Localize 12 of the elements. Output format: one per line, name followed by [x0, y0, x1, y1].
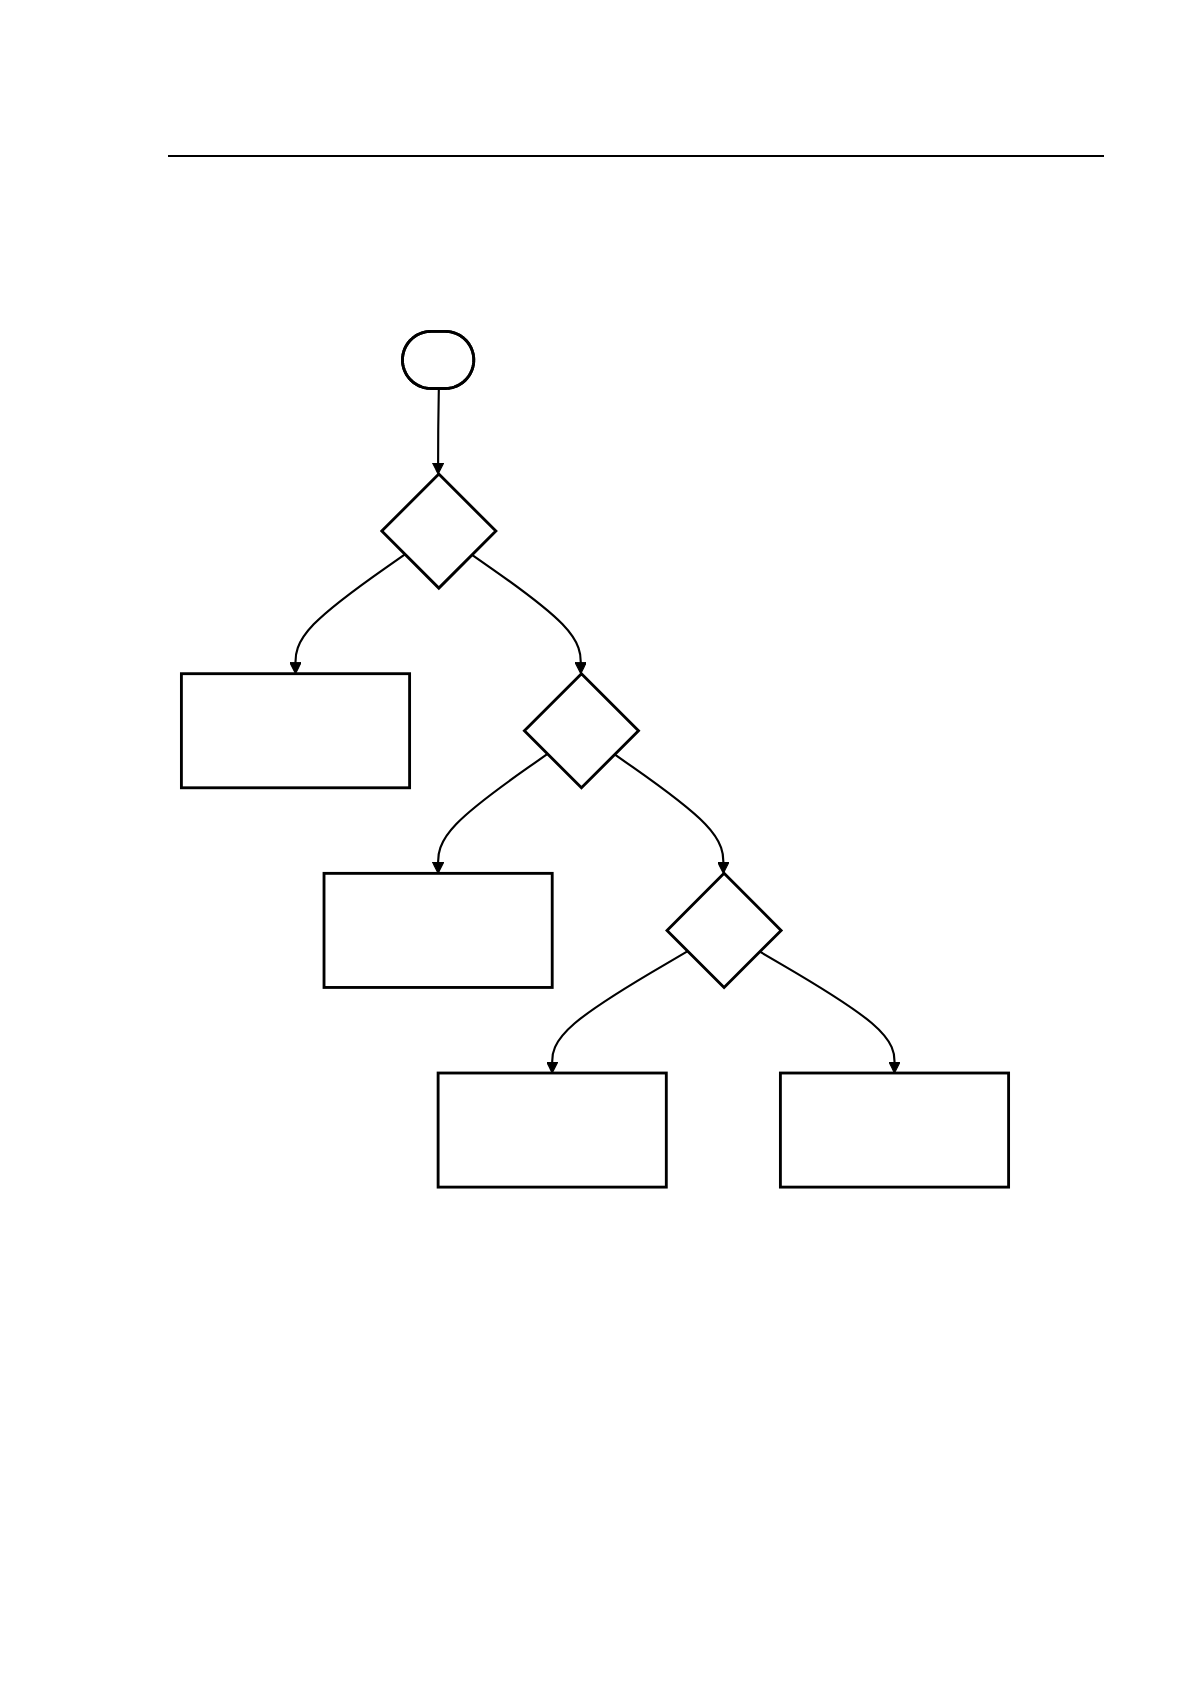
node-box: [778, 1071, 1010, 1189]
arrow: [431, 753, 548, 874]
node-diamond: [379, 472, 498, 591]
arrow: [431, 389, 445, 475]
arrow: [545, 950, 688, 1074]
node-box: [322, 871, 554, 989]
arrow: [471, 553, 587, 675]
arrow: [613, 753, 730, 874]
node-box: [180, 672, 412, 790]
node-box: [436, 1071, 668, 1189]
node-diamond: [522, 671, 641, 790]
node-diamond: [665, 871, 784, 990]
